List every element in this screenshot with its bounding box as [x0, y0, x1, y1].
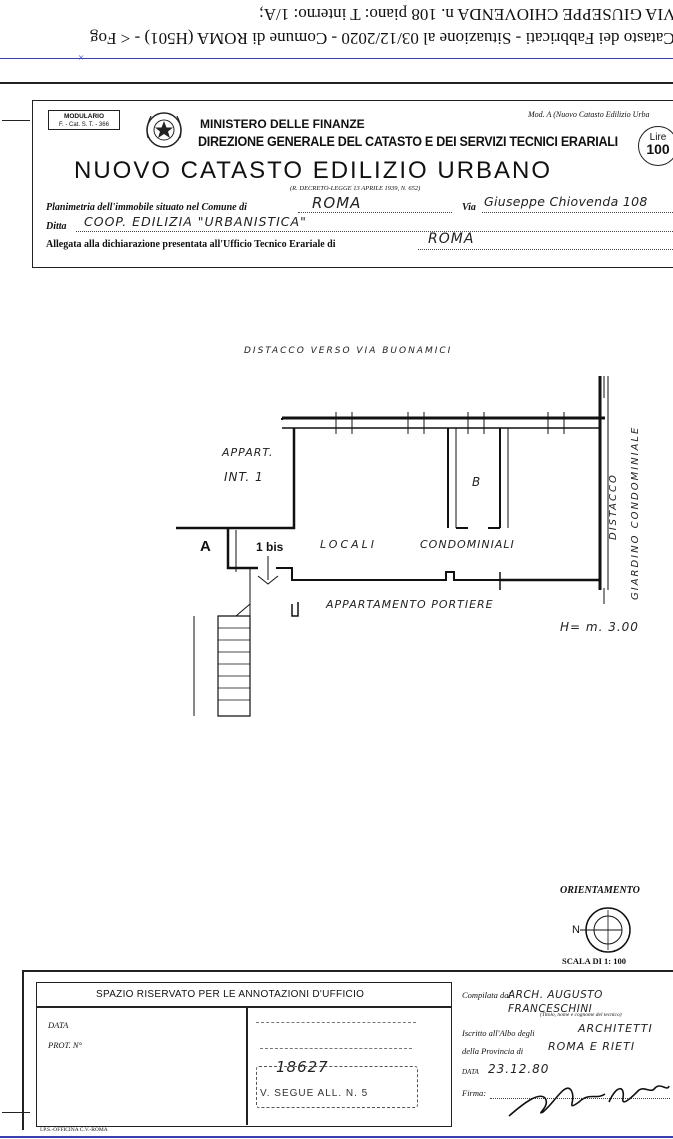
footer-left-border — [22, 970, 24, 1130]
allegata-label: Allegata alla dichiarazione presentata a… — [46, 239, 336, 250]
firma-line — [490, 1098, 670, 1099]
strip-tick: × — [78, 52, 85, 62]
printer-label: I.P.S.-OFFICINA C.V.-ROMA — [40, 1127, 108, 1133]
giardino-side-label: GIARDINO CONDOMINIALE — [630, 425, 641, 600]
label-a: A — [200, 538, 211, 555]
compilata-label: Compilata dal — [462, 990, 511, 1000]
label-1bis: 1 bis — [256, 540, 284, 554]
data-footer-label: DATA — [462, 1068, 479, 1076]
distacco-top-label: DISTACCO VERSO VIA BUONAMICI — [244, 346, 453, 356]
ditta-value: COOP. EDILIZIA "URBANISTICA" — [84, 214, 307, 229]
comune-value: ROMA — [312, 194, 362, 212]
left-tick-top — [2, 120, 30, 121]
north-label: N — [572, 924, 580, 936]
lire-value: 100 — [646, 141, 670, 157]
via-label: Via — [462, 202, 476, 213]
locali-label: LOCALI — [320, 538, 378, 551]
reserved-box — [36, 982, 452, 1127]
signature-icon — [508, 1085, 670, 1117]
ditta-line — [76, 231, 673, 232]
stamp-number: 18627 — [276, 1058, 329, 1076]
modulario-box: MODULARIO F. - Cat. S. T. - 366 — [48, 110, 120, 130]
lire-stamp: Lire 100 — [638, 126, 673, 166]
stamp-line: V. SEGUE ALL. N. 5 — [260, 1088, 369, 1099]
top-strip: Catasto dei Fabbricati - Situazione al 0… — [0, 0, 673, 62]
main-title: NUOVO CATASTO EDILIZIO URBANO — [74, 157, 553, 184]
direction: DIREZIONE GENERALE DEL CATASTO E DEI SER… — [198, 134, 618, 149]
distacco-side-label: DISTACCO — [608, 473, 619, 540]
iscritto-label: Iscritto all'Albo degli — [462, 1028, 535, 1038]
lire-label: Lire — [649, 132, 667, 143]
data-footer-value: 23.12.80 — [488, 1062, 550, 1076]
planimetria-label: Planimetria dell'immobile situato nel Co… — [46, 202, 247, 213]
header-frame — [32, 100, 673, 268]
mod-a: Mod. A (Nuovo Catasto Edilizio Urba — [528, 110, 650, 119]
office-stamp: 18627 V. SEGUE ALL. N. 5 — [256, 1014, 424, 1114]
modulario-label: MODULARIO — [63, 113, 105, 120]
decree: (R. DECRETO-LEGGE 13 APRILE 1939, N. 652… — [290, 185, 421, 192]
bottom-blue-line — [0, 1136, 673, 1138]
reserved-divider — [246, 1006, 248, 1125]
ministry: MINISTERO DELLE FINANZE — [200, 117, 365, 131]
data-label: DATA — [48, 1020, 69, 1030]
republic-emblem-icon — [146, 112, 182, 148]
footer-rule — [22, 970, 673, 972]
left-tick-bottom — [2, 1112, 30, 1113]
iscritto-value: ARCHITETTI — [578, 1022, 653, 1035]
portiere-label: APPARTAMENTO PORTIERE — [326, 598, 494, 611]
firma-label: Firma: — [462, 1088, 487, 1098]
room-b-label: B — [472, 475, 482, 489]
provincia-value: ROMA E RIETI — [548, 1040, 636, 1053]
via-line — [482, 212, 673, 213]
titolo-hint: (Titolo, nome e cognome del tecnico) — [540, 1012, 622, 1018]
compilata-value: ARCH. AUGUSTO FRANCESCHINI — [508, 989, 603, 1015]
top-rule — [0, 82, 673, 84]
scale-label: SCALA DI 1: 100 — [562, 956, 626, 966]
ufficio-line — [418, 249, 673, 250]
height-label: H= m. 3.00 — [560, 620, 639, 634]
via-value: Giuseppe Chiovenda 108 — [484, 194, 648, 209]
prot-label: PROT. N° — [48, 1040, 82, 1050]
int1-label: INT. 1 — [224, 470, 264, 484]
appart-label: APPART. — [222, 446, 274, 459]
reserved-rule — [36, 1006, 452, 1008]
modulario-code: F. - Cat. S. T. - 366 — [59, 122, 109, 128]
ufficio-value: ROMA — [428, 231, 475, 247]
ditta-label: Ditta — [46, 221, 67, 232]
orientation-label: ORIENTAMENTO — [560, 885, 640, 896]
comune-line — [298, 212, 452, 213]
condominiali-label: CONDOMINIALI — [420, 538, 515, 551]
top-strip-line — [0, 58, 673, 59]
provincia-label: della Provincia di — [462, 1046, 524, 1056]
reserved-title: SPAZIO RISERVATO PER LE ANNOTAZIONI D'UF… — [96, 989, 365, 1000]
compass-icon — [580, 907, 631, 953]
